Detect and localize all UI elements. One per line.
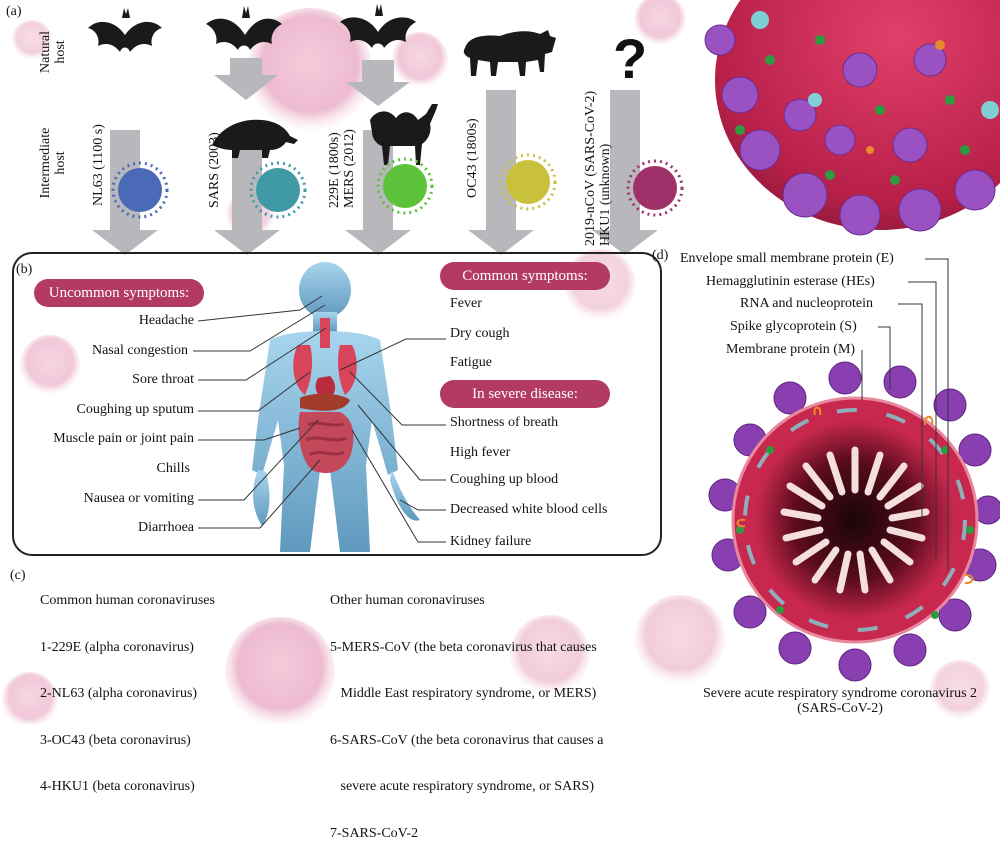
virus-icon-nl63 <box>111 161 169 219</box>
common-symptoms-title: Common symptoms: <box>440 262 610 290</box>
symptom-severe-coughing-blood: Coughing up blood <box>450 472 559 487</box>
arrow-oc43 <box>468 90 534 255</box>
bg-virus <box>2 672 58 724</box>
pangolin-icon <box>212 119 298 158</box>
label-envelope-protein: Envelope small membrane protein (E) <box>680 251 894 266</box>
symptom-uncommon-sore-throat: Sore throat <box>132 372 194 387</box>
common-coronavirus-title: Common human coronaviruses <box>40 593 215 608</box>
spike-protrusions <box>708 361 1000 682</box>
symptom-uncommon-nasal-congestion: Nasal congestion <box>91 343 188 358</box>
symptom-common-fever: Fever <box>450 296 482 311</box>
coronavirus-item: 6-SARS-CoV (the beta coronavirus that ca… <box>330 732 604 748</box>
severe-disease-title: In severe disease: <box>440 380 610 408</box>
human-body-figure <box>193 262 446 552</box>
bg-virus <box>392 32 448 88</box>
symptom-severe-kidney-failure: Kidney failure <box>450 534 532 549</box>
arrow-sarscov2 <box>592 90 658 255</box>
symptom-severe-high-fever: High fever <box>450 445 511 460</box>
hemagglutinin-esterase <box>736 406 974 585</box>
symptom-uncommon-coughing-sputum: Coughing up sputum <box>76 402 194 417</box>
symptom-common-fatigue: Fatigue <box>450 355 492 370</box>
virus-icon-sarscov2 <box>626 159 684 217</box>
bg-virus <box>20 335 80 395</box>
coronavirus-item: 1-229E (alpha coronavirus) <box>40 639 194 655</box>
symptom-uncommon-headache: Headache <box>138 313 194 328</box>
symptom-pointer-lines <box>193 295 446 543</box>
background-decoration <box>2 0 990 724</box>
envelope-proteins <box>736 446 974 619</box>
bg-virus <box>634 0 686 46</box>
sars-cov-2-structure-diagram <box>708 258 1000 682</box>
label-hemagglutinin-esterase: Hemagglutinin esterase (HEs) <box>706 274 875 289</box>
label-rna-nucleoprotein: RNA and nucleoprotein <box>740 296 873 311</box>
coronavirus-item: 2-NL63 (alpha coronavirus) <box>40 686 198 701</box>
organs <box>293 318 357 474</box>
bg-virus <box>248 8 372 132</box>
coronavirus-item: 7-SARS-CoV-2 <box>330 825 419 841</box>
cow-icon <box>463 30 556 76</box>
arrow-sars-top <box>214 58 278 100</box>
symptom-uncommon-diarrhoea: Diarrhoea <box>138 520 194 535</box>
label-membrane-protein: Membrane protein (M) <box>726 342 856 357</box>
bg-virus <box>510 615 590 695</box>
symptoms-panel <box>12 252 662 556</box>
coronavirus-item: severe acute respiratory syndrome, or SA… <box>330 779 594 794</box>
uncommon-symptoms-title: Uncommon symptoms: <box>34 279 204 307</box>
panel-label-c: (c) <box>10 568 26 583</box>
bat-icon <box>206 6 282 50</box>
label-spike-glycoprotein: Spike glycoprotein (S) <box>730 319 857 334</box>
structure-caption: Severe acute respiratory syndrome corona… <box>702 686 978 716</box>
symptom-severe-shortness-breath: Shortness of breath <box>450 415 559 430</box>
bg-virus <box>635 595 725 685</box>
symptom-common-dry-cough: Dry cough <box>450 326 510 341</box>
virus-icon-sars <box>249 161 307 219</box>
panel-label-d: (d) <box>652 248 669 263</box>
arrow-sars <box>214 130 280 255</box>
structure-leader-lines <box>861 258 949 570</box>
unknown-host-icon: ? <box>613 27 647 90</box>
bat-icon <box>340 4 416 48</box>
rna-nucleoprotein <box>780 446 930 594</box>
host-transmission-diagram: ? <box>88 4 684 255</box>
virus-icon-mers <box>376 157 434 215</box>
camel-icon <box>370 104 438 165</box>
coronavirus-item: 5-MERS-CoV (the beta coronavirus that ca… <box>330 639 597 655</box>
symptom-uncommon-nausea: Nausea or vomiting <box>83 491 194 506</box>
coronavirus-item: 4-HKU1 (beta coronavirus) <box>40 779 195 794</box>
bg-virus <box>12 20 52 60</box>
symptom-severe-white-blood-cells: Decreased white blood cells <box>450 502 608 517</box>
symptom-uncommon-muscle-joint-pain: Muscle pain or joint pain <box>53 431 194 446</box>
coronavirus-item: Middle East respiratory syndrome, or MER… <box>330 686 597 701</box>
virus-closeup-image <box>704 0 1000 236</box>
symptom-uncommon-chills: Chills <box>156 461 190 476</box>
other-coronavirus-title: Other human coronaviruses <box>330 593 485 608</box>
bg-virus <box>930 660 990 720</box>
virus-icons <box>111 153 684 219</box>
bg-virus <box>225 617 335 724</box>
bat-icon <box>88 8 162 52</box>
arrow-229e-top <box>346 60 410 106</box>
coronavirus-item: 3-OC43 (beta coronavirus) <box>40 732 191 748</box>
panel-label-b: (b) <box>16 262 33 277</box>
panel-label-a: (a) <box>6 4 22 19</box>
virus-icon-oc43 <box>499 153 557 211</box>
